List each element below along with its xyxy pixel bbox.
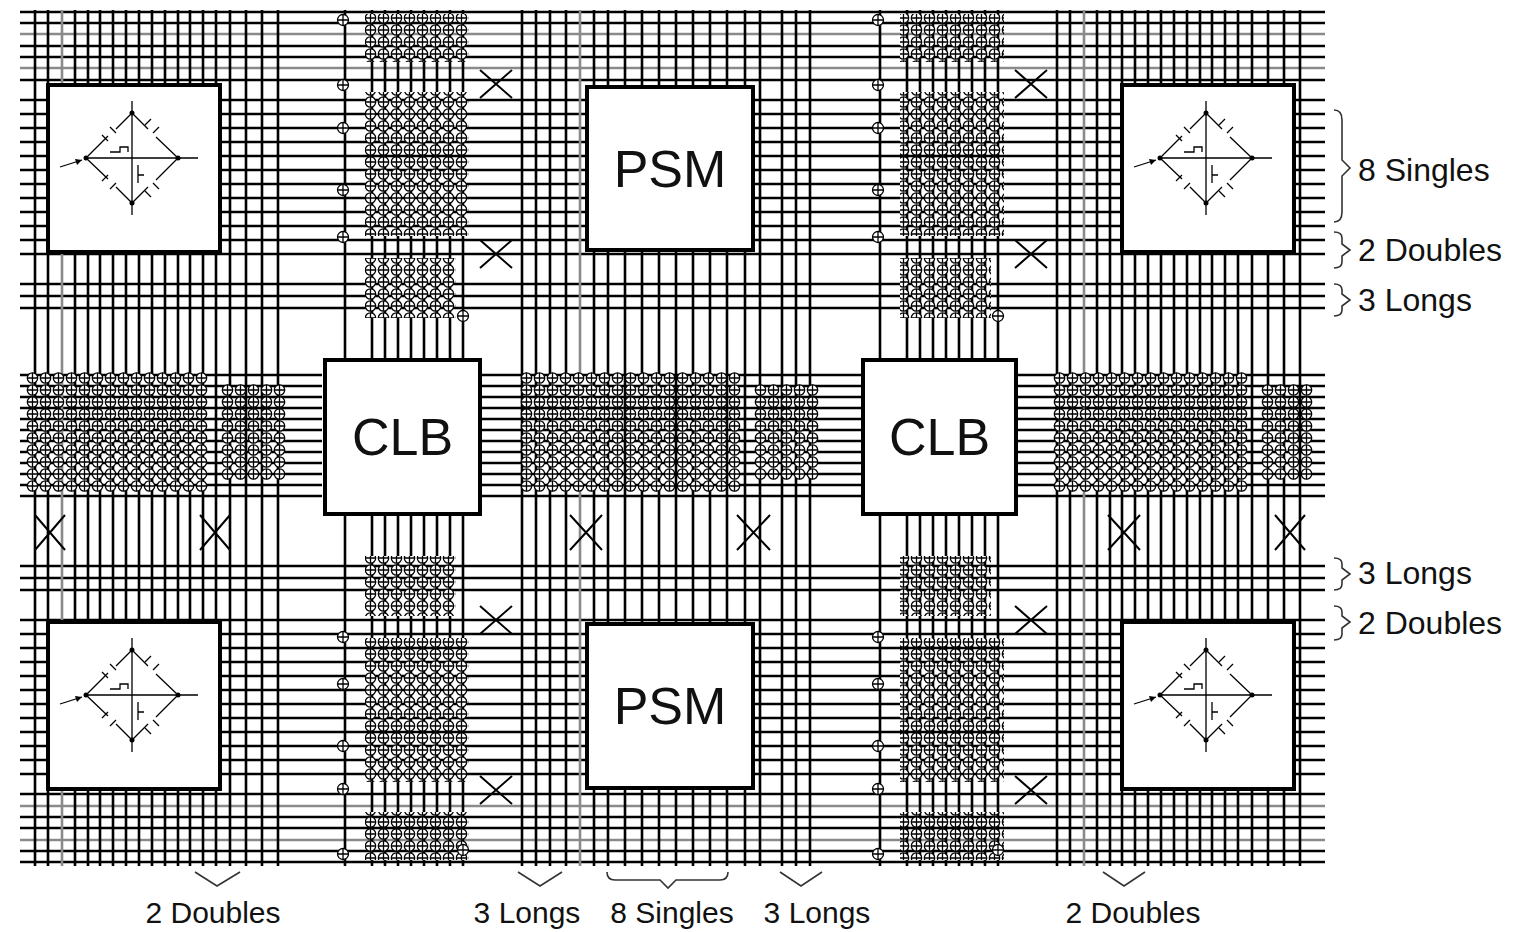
track-count-label: 8 Singles [1358, 154, 1490, 186]
wire-twists [35, 70, 1305, 804]
psm-box: PSM [585, 85, 755, 252]
track-count-label: 3 Longs [474, 898, 581, 928]
clb-box: CLB [323, 358, 482, 516]
block-name: CLB [352, 411, 453, 463]
track-count-label: 2 Doubles [1358, 607, 1502, 639]
psm-box: PSM [585, 622, 755, 790]
clb-box: CLB [861, 358, 1018, 516]
vertical-wires [35, 10, 1300, 866]
track-count-label: 2 Doubles [145, 898, 280, 928]
switch-matrix [48, 85, 1294, 789]
track-count-label: 3 Longs [1358, 557, 1472, 589]
track-count-label: 3 Longs [1358, 284, 1472, 316]
block-name: PSM [614, 143, 727, 195]
block-name: PSM [614, 680, 727, 732]
brackets [195, 110, 1350, 888]
programmable-interconnect-points [26, 14, 1313, 860]
track-count-label: 2 Doubles [1358, 234, 1502, 266]
track-count-label: 2 Doubles [1065, 898, 1200, 928]
track-count-label: 3 Longs [764, 898, 871, 928]
block-name: CLB [889, 411, 990, 463]
track-count-label: 8 Singles [610, 898, 733, 928]
